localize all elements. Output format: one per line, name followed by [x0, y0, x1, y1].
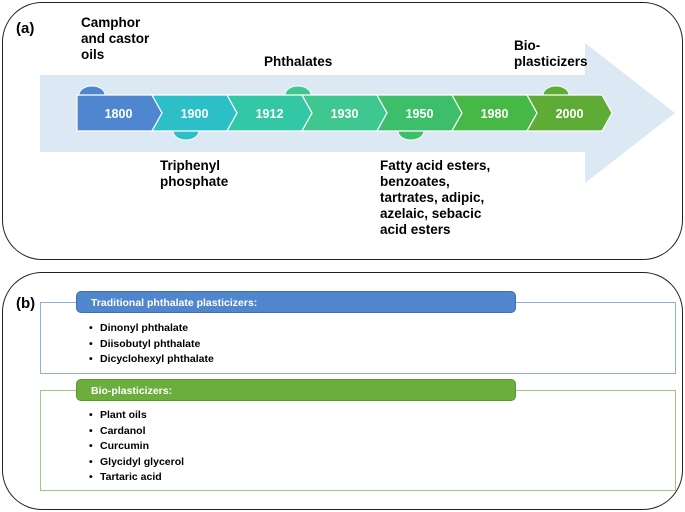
annotation-triphenyl-line-1: Triphenyl: [160, 158, 221, 173]
annotation-fatty-line-1: Fatty acid esters,: [380, 158, 491, 173]
annotation-phthalates: Phthalates: [264, 54, 333, 69]
timeline-year-label: 1800: [105, 107, 133, 121]
annotation-fatty-line-4: azelaic, sebacic: [380, 206, 482, 221]
annotation-bio-plasticizers: Bio- plasticizers: [514, 38, 588, 70]
timeline-segment-2000: [525, 94, 613, 132]
annotation-bio-line-2: plasticizers: [514, 54, 588, 69]
panel-b-label: (b): [16, 295, 36, 312]
list-item: Curcumin: [89, 439, 184, 455]
annotation-camphor-line-3: oils: [81, 47, 105, 62]
annotation-camphor: Camphor and castor oils: [81, 15, 149, 63]
timeline-year-label: 1912: [256, 107, 284, 121]
bio-group-header: Bio-plasticizers:: [76, 379, 516, 401]
list-item: Cardanol: [89, 424, 184, 440]
list-item: Glycidyl glycerol: [89, 455, 184, 471]
list-item: Dicyclohexyl phthalate: [89, 352, 214, 368]
annotation-camphor-line-1: Camphor: [81, 15, 141, 30]
list-item: Tartaric acid: [89, 470, 184, 486]
bio-list: Plant oils Cardanol Curcumin Glycidyl gl…: [89, 408, 184, 486]
timeline-year-label: 1930: [331, 107, 359, 121]
list-item: Dinonyl phthalate: [89, 321, 214, 337]
list-item: Diisobutyl phthalate: [89, 337, 214, 353]
annotation-bio-line-1: Bio-: [514, 38, 541, 53]
annotation-fatty-line-3: tartrates, adipic,: [380, 190, 485, 205]
timeline-year-label: 2000: [556, 107, 584, 121]
annotation-camphor-line-2: and castor: [81, 31, 150, 46]
annotation-fatty-line-2: benzoates,: [380, 174, 450, 189]
timeline-year-label: 1900: [181, 107, 209, 121]
timeline-year-label: 1950: [406, 107, 434, 121]
annotation-fatty-line-5: acid esters: [380, 222, 451, 237]
traditional-group-header: Traditional phthalate plasticizers:: [76, 291, 516, 313]
timeline-year-label: 1980: [481, 107, 509, 121]
annotation-triphenyl-line-2: phosphate: [160, 174, 229, 189]
traditional-list: Dinonyl phthalate Diisobutyl phthalate D…: [89, 321, 214, 368]
annotation-triphenyl: Triphenyl phosphate: [160, 158, 228, 190]
panel-a-label: (a): [16, 20, 35, 37]
list-item: Plant oils: [89, 408, 184, 424]
timeline-graphic: 1800 1900 1912 1930 1950 1980 2000: [40, 43, 675, 183]
annotation-fatty-acid-esters: Fatty acid esters, benzoates, tartrates,…: [380, 158, 490, 238]
